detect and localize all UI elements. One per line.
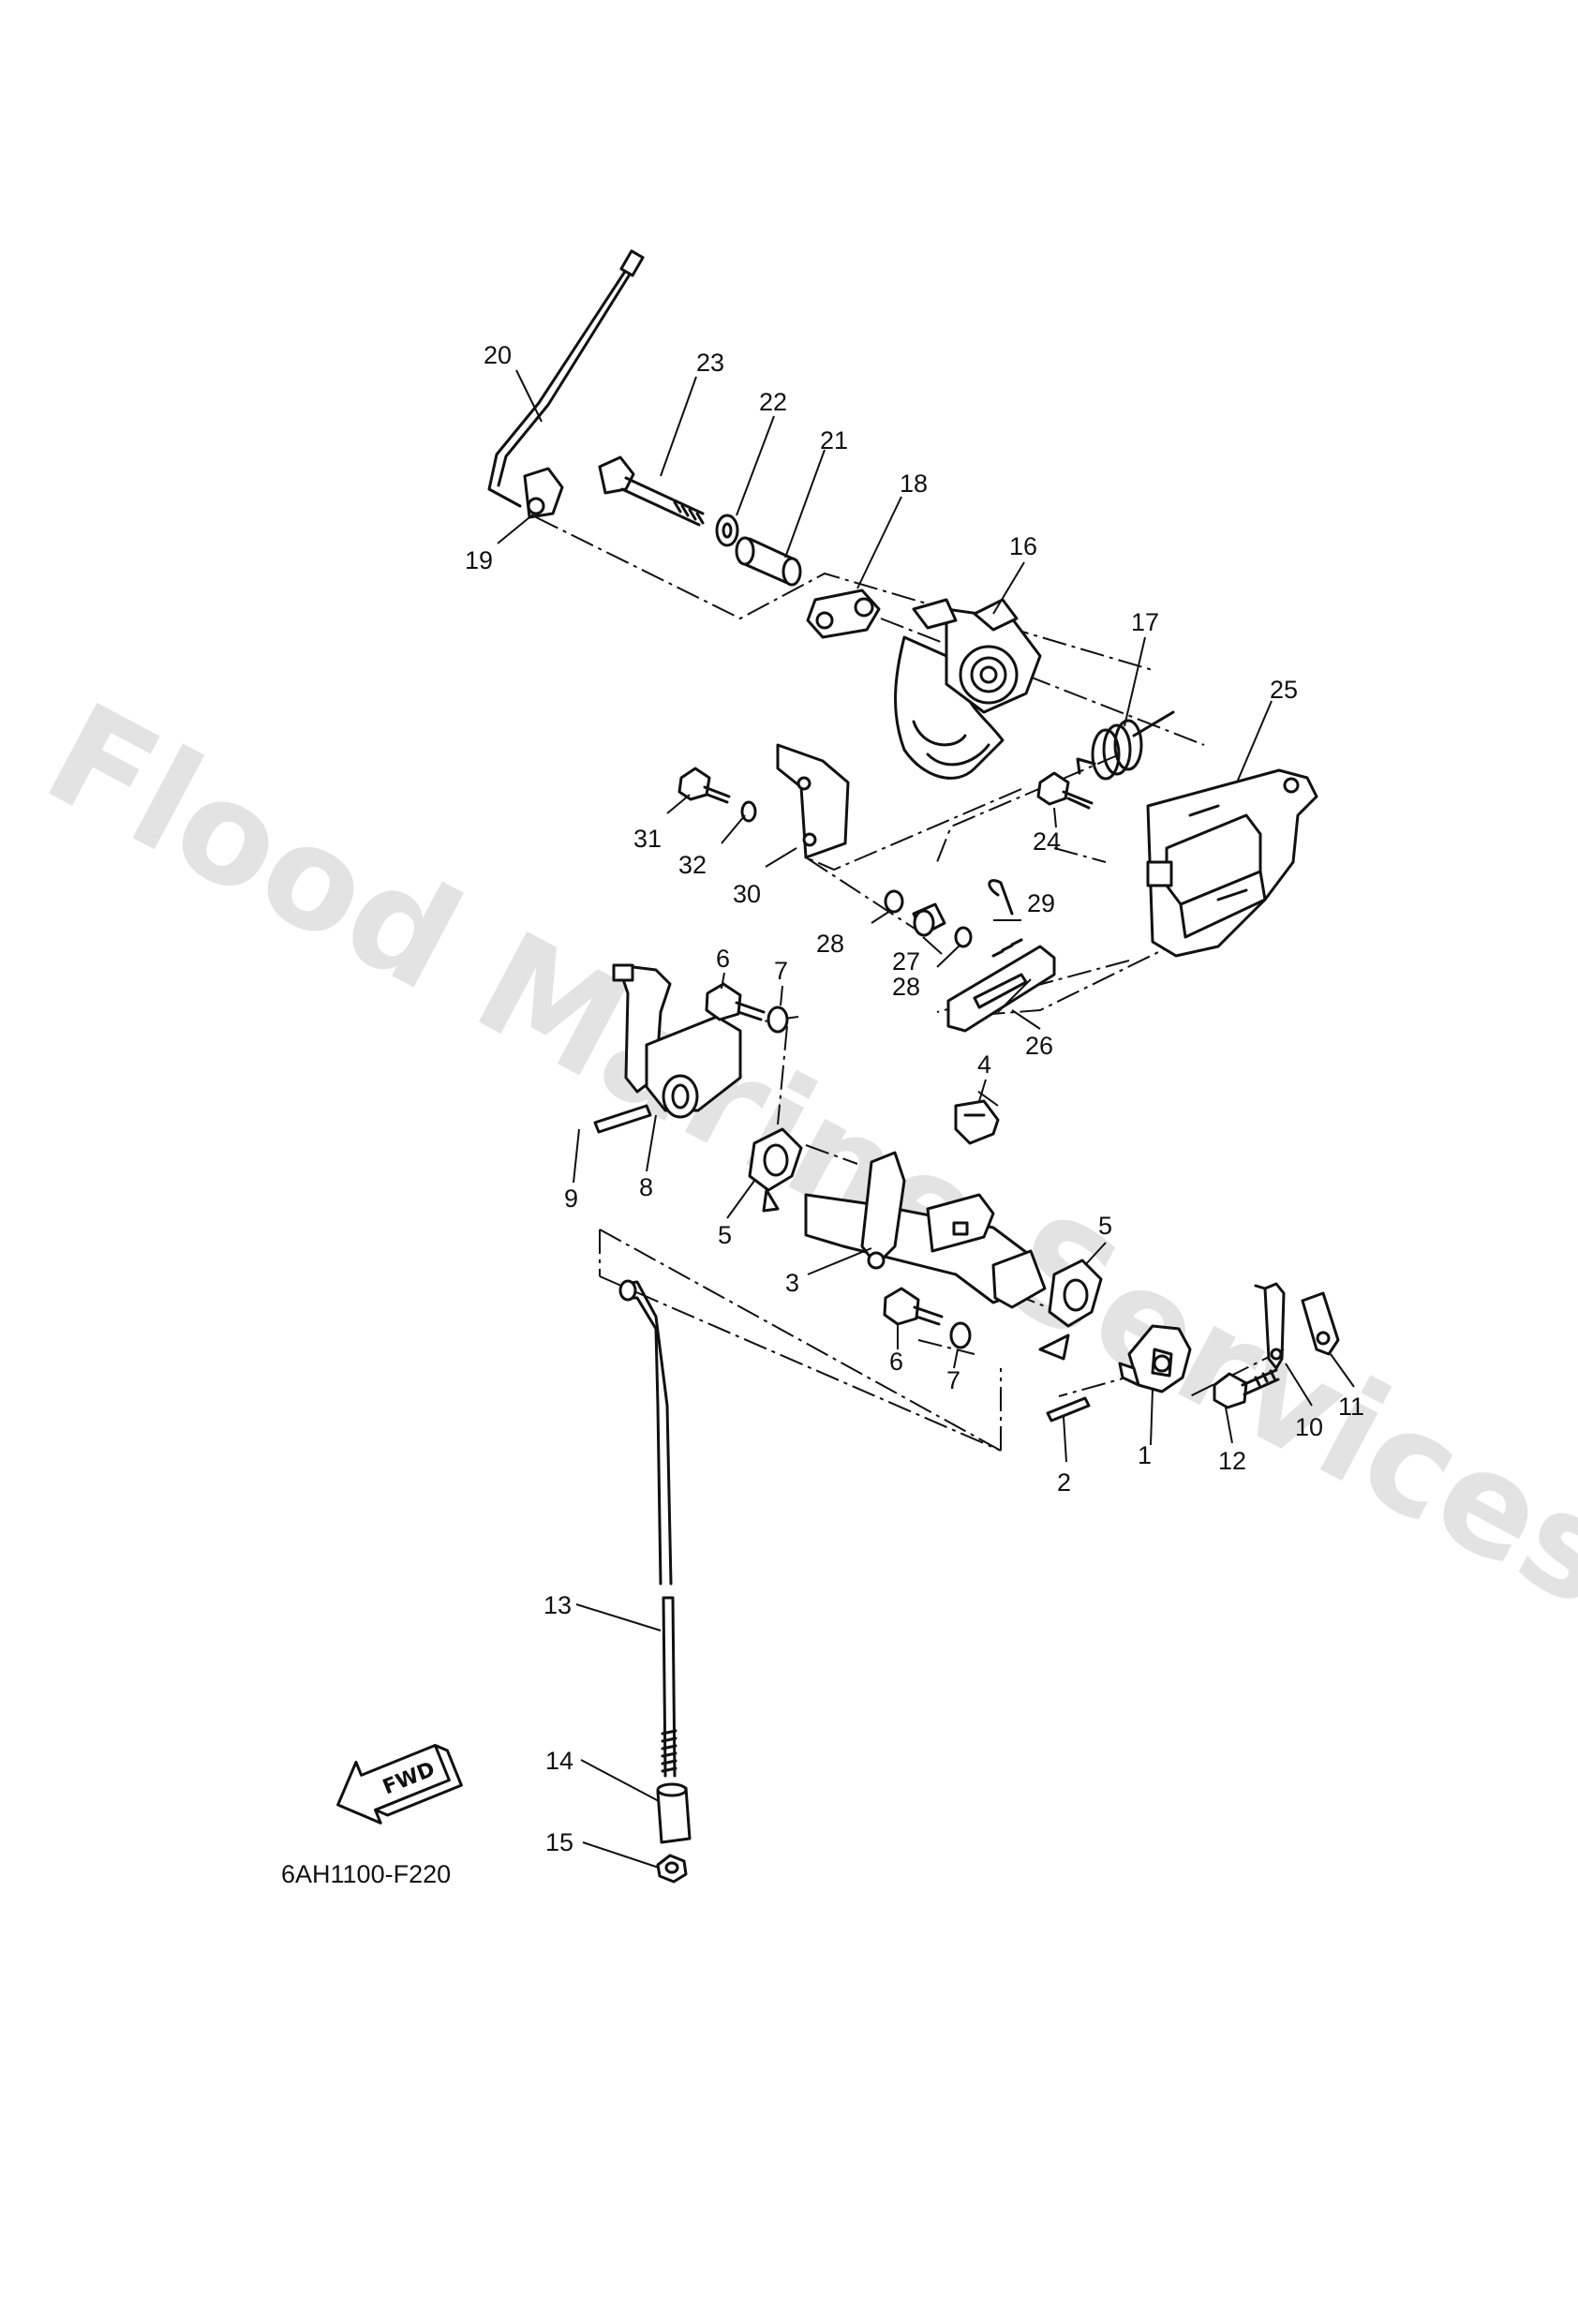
callout: 22 <box>759 388 787 416</box>
callout: 13 <box>543 1591 572 1619</box>
callout: 18 <box>900 469 928 498</box>
callout: 26 <box>1025 1032 1053 1060</box>
callout: 28 <box>816 930 844 958</box>
part-3-shaft <box>804 1151 1047 1309</box>
part-10-plate <box>1254 1282 1286 1370</box>
part-9-pin <box>593 1104 652 1134</box>
part-12-bolt <box>1213 1368 1280 1409</box>
callout: 23 <box>696 349 724 377</box>
callout: 9 <box>564 1184 578 1213</box>
part-32-washer <box>740 800 757 823</box>
part-4-plate <box>954 1099 1000 1145</box>
callout: 20 <box>484 341 512 369</box>
part-23-bolt <box>598 455 705 527</box>
part-5-bushing-a <box>748 1127 803 1213</box>
part-16-cam <box>894 598 1042 780</box>
fwd-arrow-icon: FWD <box>336 1743 463 1825</box>
part-25-bracket <box>1146 768 1318 958</box>
callout: 30 <box>733 880 761 908</box>
callout: 31 <box>633 825 662 853</box>
part-18-link <box>806 588 881 639</box>
callout: 15 <box>545 1828 573 1856</box>
callout: 29 <box>1027 889 1055 917</box>
callout: 4 <box>977 1050 991 1079</box>
callout: 12 <box>1218 1447 1246 1475</box>
callout: 16 <box>1009 532 1037 560</box>
callout: 21 <box>820 426 848 454</box>
callout: 1 <box>1138 1441 1152 1469</box>
part-15-nut <box>656 1854 688 1884</box>
part-1-lever <box>1118 1324 1192 1393</box>
part-7-washer-b <box>949 1321 972 1349</box>
callout: 10 <box>1295 1413 1323 1441</box>
callout: 3 <box>785 1269 799 1297</box>
part-17-spring <box>1076 710 1175 781</box>
callout: 32 <box>678 851 707 879</box>
part-21-collar <box>735 536 802 587</box>
part-26-link <box>946 938 1056 1033</box>
leader-lines <box>497 369 1355 1869</box>
callout-numbers: 1 2 3 4 5 5 6 6 7 7 8 9 10 11 12 13 14 1… <box>465 341 1364 1856</box>
callout: 7 <box>946 1366 960 1394</box>
part-8-lever <box>612 963 742 1119</box>
part-20-rod <box>487 249 645 508</box>
part-31-bolt <box>677 767 731 804</box>
part-28-washer-b <box>954 926 973 948</box>
callout: 19 <box>465 546 493 574</box>
callout: 11 <box>1338 1393 1364 1421</box>
part-30-bracket <box>776 743 850 859</box>
part-13-rod <box>618 1279 677 1778</box>
callout: 28 <box>892 973 920 1001</box>
part-27-collar <box>912 902 946 937</box>
part-2-pin <box>1046 1396 1091 1423</box>
part-6-bolt-a <box>705 982 766 1021</box>
callout: 2 <box>1057 1468 1071 1497</box>
part-24-bolt <box>1036 771 1094 810</box>
callout: 6 <box>889 1348 903 1376</box>
diagram-code: 6AH1100-F220 <box>281 1860 451 1888</box>
part-5-bushing-b <box>1038 1259 1103 1361</box>
callout: 6 <box>716 945 730 973</box>
callout: 8 <box>639 1173 653 1201</box>
part-28-washer-a <box>884 889 904 914</box>
callout: 27 <box>892 947 920 976</box>
callout: 5 <box>718 1221 732 1249</box>
part-14-nut <box>656 1782 692 1844</box>
part-19-clip <box>523 467 564 519</box>
part-29-pin <box>988 879 1014 916</box>
part-7-washer-a <box>767 1006 789 1034</box>
part-11-plate <box>1301 1291 1340 1356</box>
callout: 14 <box>545 1747 573 1775</box>
callout: 25 <box>1270 676 1298 704</box>
callout: 17 <box>1131 608 1159 636</box>
part-drawings <box>487 249 1340 1884</box>
callout: 7 <box>774 957 788 985</box>
callout: 5 <box>1098 1212 1112 1240</box>
part-6-bolt-b <box>883 1287 944 1326</box>
callout: 24 <box>1033 827 1061 856</box>
